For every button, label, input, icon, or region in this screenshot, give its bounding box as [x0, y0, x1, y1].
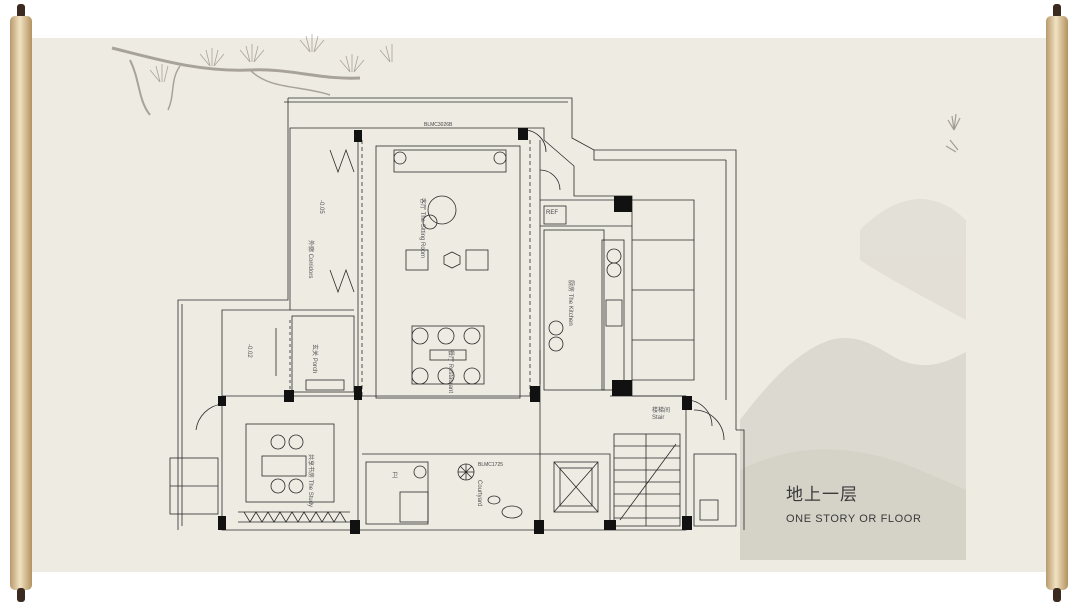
floor-title-cn: 地上一层 — [786, 485, 858, 505]
floor-title-block: 地上一层 ONE STORY OR FLOOR — [786, 484, 922, 526]
floor-title-en: ONE STORY OR FLOOR — [786, 513, 922, 525]
scroll-rod-left — [8, 4, 34, 602]
scroll-rod-right — [1044, 4, 1070, 602]
ink-sprig — [945, 113, 961, 153]
pine-ink-painting — [111, 34, 393, 116]
ink-mountains — [740, 199, 966, 560]
